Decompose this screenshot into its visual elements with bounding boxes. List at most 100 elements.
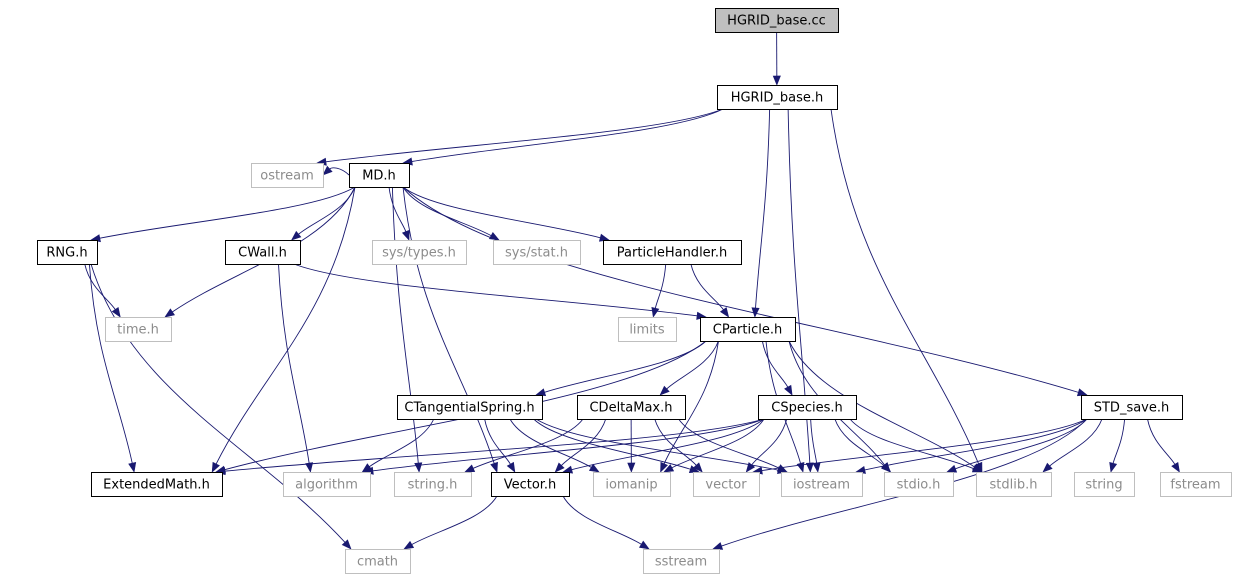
arrowhead-cdeltamax_h-to-iomanip (627, 462, 636, 473)
edge-rng_h-to-extendedmath_h (88, 263, 133, 464)
node-iomanip: iomanip (593, 472, 671, 497)
node-ctangentialspring-h[interactable]: CTangentialSpring.h (397, 395, 543, 420)
edge-cspecies_h-to-algorithm (372, 418, 765, 472)
edge-cspecies_h-to-extendedmath_h (224, 418, 765, 472)
node-vector-h[interactable]: Vector.h (491, 472, 570, 497)
arrowhead-md_h-to-sys_types_h (401, 229, 410, 241)
node-cparticle-h[interactable]: CParticle.h (700, 317, 796, 342)
node-iostream: iostream (781, 472, 863, 497)
arrowhead-cspecies_h-to-iomanip (663, 464, 675, 473)
node-cmath: cmath (345, 549, 411, 574)
nodes-layer: HGRID_base.cc HGRID_base.h ostream MD.h … (37, 8, 1232, 574)
arrowhead-md_h-to-std_save_h (1076, 388, 1088, 397)
edge-cparticle_h-to-stdlib_h (788, 340, 975, 468)
arrowhead-cdeltamax_h-to-vector (693, 462, 703, 473)
edge-cspecies_h-to-iostream (810, 418, 818, 464)
edge-ctangentialspring_h-to-vector (533, 418, 691, 470)
edge-std_save_h-to-vector (761, 418, 1088, 472)
node-md-h[interactable]: MD.h (349, 163, 410, 188)
svg-text:CParticle.h: CParticle.h (713, 323, 782, 338)
node-stdio-h: stdio.h (884, 472, 954, 497)
arrowhead-cparticle_h-to-cspecies_h (784, 384, 793, 396)
svg-text:HGRID_base.h: HGRID_base.h (731, 91, 824, 106)
edge-vector_h-to-sstream (562, 495, 642, 545)
svg-text:time.h: time.h (117, 323, 159, 338)
edge-md_h-to-rng_h (99, 186, 356, 239)
arrowhead-md_h-to-cwall_h (291, 230, 302, 241)
arrowhead-md_h-to-extendedmath_h (211, 461, 220, 473)
edge-md_h-to-std_save_h (402, 186, 1079, 393)
edge-std_save_h-to-stdlib_h (1049, 418, 1103, 467)
svg-text:algorithm: algorithm (295, 478, 358, 493)
arrowhead-md_h-to-ostream (322, 165, 333, 176)
node-particlehandler-h[interactable]: ParticleHandler.h (603, 240, 742, 265)
arrowhead-rng_h-to-extendedmath_h (128, 462, 137, 473)
edge-md_h-to-particlehandler_h (402, 186, 601, 239)
edge-cwall_h-to-cparticle_h (293, 263, 698, 317)
edge-particlehandler_h-to-cparticle_h (690, 263, 724, 310)
arrowhead-cparticle_h-to-ctangentialspring_h (535, 388, 547, 397)
node-extendedmath-h[interactable]: ExtendedMath.h (91, 472, 223, 497)
svg-text:string.h: string.h (408, 478, 458, 493)
node-sys-stat-h: sys/stat.h (493, 240, 581, 265)
arrowhead-rng_h-to-time_h (111, 307, 121, 318)
edge-cparticle_h-to-ctangentialspring_h (544, 340, 707, 393)
edge-cwall_h-to-algorithm (278, 263, 310, 464)
svg-text:RNG.h: RNG.h (46, 246, 87, 261)
edge-md_h-to-extendedmath_h (215, 186, 356, 465)
node-limits: limits (618, 317, 677, 342)
node-fstream: fstream (1160, 472, 1232, 497)
arrowhead-cspecies_h-to-iostream (812, 462, 821, 473)
svg-text:sys/types.h: sys/types.h (382, 246, 456, 261)
edge-md_h-to-string_h (391, 186, 419, 464)
arrowhead-cspecies_h-to-vector (745, 462, 756, 473)
edge-rng_h-to-time_h (84, 263, 116, 310)
svg-text:CTangentialSpring.h: CTangentialSpring.h (404, 401, 534, 416)
arrowhead-std_save_h-to-stdlib_h (1042, 462, 1053, 473)
svg-text:MD.h: MD.h (362, 169, 396, 184)
edge-hgrid_base_h-to-cparticle_h (755, 108, 771, 309)
node-cspecies-h[interactable]: CSpecies.h (758, 395, 857, 420)
svg-text:STD_save.h: STD_save.h (1094, 401, 1170, 416)
arrowhead-particlehandler_h-to-limits (651, 307, 660, 318)
svg-text:ostream: ostream (260, 169, 314, 184)
node-cdeltamax-h[interactable]: CDeltaMax.h (577, 395, 686, 420)
edge-std_save_h-to-iostream (864, 418, 1088, 471)
svg-text:CSpecies.h: CSpecies.h (771, 401, 842, 416)
edge-ctangentialspring_h-to-vector_h (484, 418, 511, 465)
edge-ctangentialspring_h-to-algorithm (369, 418, 435, 468)
svg-text:limits: limits (629, 323, 665, 338)
edge-cparticle_h-to-cdeltamax_h (666, 340, 719, 390)
node-time-h: time.h (105, 317, 172, 342)
arrowhead-std_save_h-to-sstream (712, 542, 724, 550)
edge-md_h-to-vector_h (402, 186, 495, 464)
svg-text:sstream: sstream (655, 555, 707, 570)
svg-text:fstream: fstream (1170, 478, 1220, 493)
arrowhead-vector_h-to-sstream (638, 540, 650, 550)
svg-text:HGRID_base.cc: HGRID_base.cc (727, 14, 826, 29)
node-sstream: sstream (643, 549, 720, 574)
edge-cspecies_h-to-iomanip (671, 418, 765, 469)
node-hgrid-base-cc[interactable]: HGRID_base.cc (715, 8, 839, 33)
svg-text:iostream: iostream (793, 478, 850, 493)
arrowhead-cparticle_h-to-iostream (796, 461, 805, 473)
arrowhead-std_save_h-to-stdio_h (946, 464, 958, 473)
svg-text:ExtendedMath.h: ExtendedMath.h (103, 478, 210, 493)
edge-cspecies_h-to-stdio_h (834, 418, 885, 467)
arrowhead-md_h-to-time_h (164, 308, 175, 318)
edge-cdeltamax_h-to-vector (654, 418, 697, 466)
svg-text:vector: vector (705, 478, 747, 493)
arrowhead-cdeltamax_h-to-string_h (464, 464, 476, 473)
svg-text:stdlib.h: stdlib.h (990, 478, 1038, 493)
edge-cspecies_h-to-vector (751, 418, 788, 466)
arrowhead-rng_h-to-cmath (341, 539, 352, 550)
edge-md_h-to-sys_types_h (388, 186, 407, 232)
node-ostream: ostream (251, 163, 324, 188)
node-std-save-h[interactable]: STD_save.h (1081, 395, 1183, 420)
svg-text:string: string (1085, 478, 1122, 493)
svg-text:stdio.h: stdio.h (897, 478, 941, 493)
node-rng-h[interactable]: RNG.h (37, 240, 98, 265)
node-hgrid-base-h[interactable]: HGRID_base.h (717, 85, 838, 110)
edge-rng_h-to-cmath (90, 263, 346, 543)
node-cwall-h[interactable]: CWall.h (225, 240, 301, 265)
